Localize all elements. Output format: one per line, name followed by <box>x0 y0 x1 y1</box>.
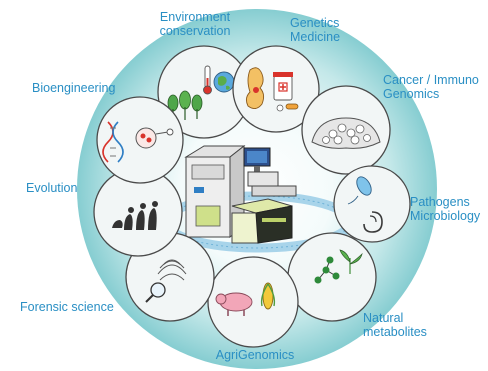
node-natural <box>287 232 377 322</box>
human-evolution-icon <box>112 201 158 230</box>
node-pathogens <box>333 165 411 243</box>
label-line: Bioengineering <box>32 81 116 95</box>
node-genetics <box>232 45 320 133</box>
plant-sprout-icon <box>339 249 363 274</box>
bacteria-icon <box>363 211 383 233</box>
label-line: AgriGenomics <box>215 348 295 362</box>
label-line: Environment <box>159 10 231 24</box>
label-bioengineering: Bioengineering <box>32 81 115 95</box>
label-line: conservation <box>159 24 231 38</box>
label-line: Forensic science <box>20 300 114 314</box>
label-agri: AgriGenomics <box>195 348 315 362</box>
node-evolution <box>93 167 183 257</box>
label-line: Genetics <box>290 16 340 30</box>
node-agri <box>207 256 299 348</box>
label-forensic: Forensic science <box>20 300 114 314</box>
fingerprint-icon <box>157 259 187 281</box>
label-line: Microbiology <box>410 209 481 223</box>
label-line: Pathogens <box>410 195 470 209</box>
molecule-icon <box>314 256 340 284</box>
node-environment <box>157 45 251 139</box>
thermometer-icon <box>203 65 212 95</box>
label-cancer: Cancer / Immuno Genomics <box>383 73 479 101</box>
pill-bottle-icon <box>273 72 293 101</box>
label-line: Cancer / Immuno <box>383 73 479 87</box>
label-environment: Environment conservation <box>140 10 250 38</box>
label-line: metabolites <box>363 325 427 339</box>
label-pathogens: Pathogens Microbiology <box>410 195 480 223</box>
petri-dish-icon <box>135 127 174 149</box>
label-line: Genomics <box>383 87 440 101</box>
tissue-cells-icon <box>311 117 381 149</box>
protozoa-icon <box>347 176 372 205</box>
pig-icon <box>215 292 253 316</box>
label-evolution: Evolution <box>26 181 77 195</box>
label-line: Natural <box>363 311 404 325</box>
globe-icon <box>213 71 235 93</box>
label-line: Evolution <box>26 181 78 195</box>
corn-icon <box>260 282 276 310</box>
label-line: Medicine <box>290 30 341 44</box>
sequencer-benchtop-icon <box>231 198 293 244</box>
label-genetics: Genetics Medicine <box>290 16 340 44</box>
magnifier-icon <box>145 282 166 303</box>
pills-icon <box>276 103 299 112</box>
human-figure-icon <box>245 67 265 109</box>
node-bioengineering <box>96 96 184 184</box>
label-natural: Natural metabolites <box>363 311 427 339</box>
node-cancer <box>301 85 391 175</box>
workstation-monitor-icon <box>243 147 297 197</box>
dna-helix-icon <box>102 121 124 163</box>
